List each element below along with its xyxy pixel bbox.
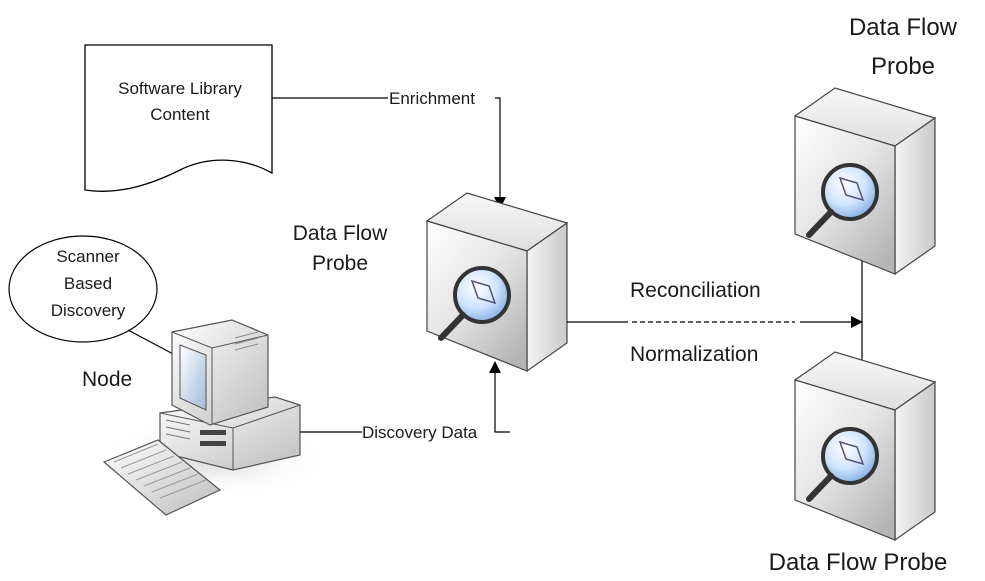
center-probe-label-1: Data Flow [293,222,388,245]
center-probe-icon [425,192,569,373]
discovery-data-label: Discovery Data [362,423,478,442]
software-library-document: Software Library Content [84,44,273,192]
document-shape [84,44,273,192]
top-probe-label-2: Probe [871,53,935,80]
bottom-probe-label: Data Flow Probe [769,549,948,576]
top-probe-icon [793,87,937,276]
center-probe-label-2: Probe [312,252,368,275]
enrichment-label: Enrichment [389,89,475,108]
scanner-connector [127,329,176,356]
scanner-ellipse [8,235,158,343]
scanner-line-1: Scanner [56,247,120,266]
discovery-data-edge: Discovery Data [300,361,510,442]
normalization-label: Normalization [630,343,758,366]
reconciliation-edge: Reconciliation Normalization [567,279,863,366]
enrichment-arrow [494,97,506,209]
top-probe-label-1: Data Flow [849,14,958,41]
scanner-discovery-bubble: Scanner Based Discovery [8,235,176,356]
node-computer-icon [100,319,330,516]
bottom-probe-icon [793,351,937,542]
document-title: Software Library [118,79,242,98]
scanner-line-2: Based [64,274,112,293]
enrichment-edge: Enrichment [272,89,506,209]
document-subtitle: Content [150,105,210,124]
discovery-arrow [489,361,510,433]
reconciliation-label: Reconciliation [630,279,761,302]
scanner-line-3: Discovery [51,301,126,320]
node-label: Node [82,368,132,391]
